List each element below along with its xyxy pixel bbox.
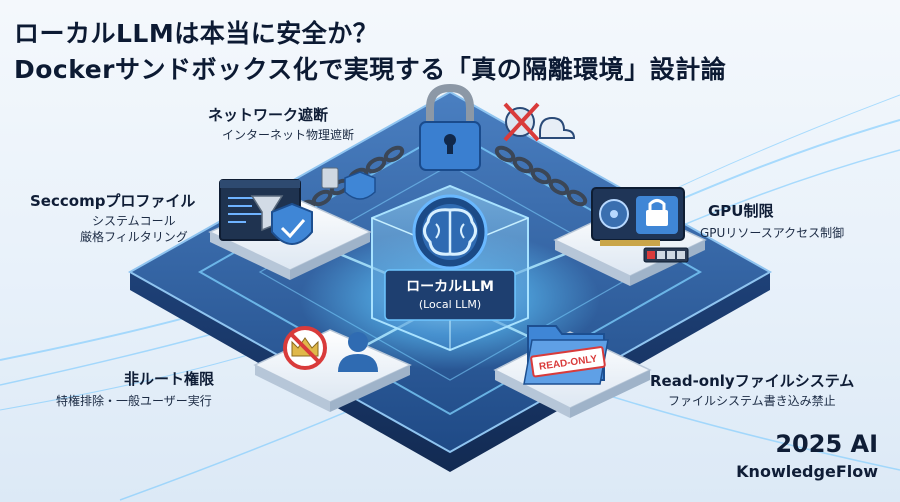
gpu-card-icon	[591, 187, 685, 246]
seccomp-title: Seccompプロファイル	[30, 192, 196, 210]
seccomp-desc2: 厳格フィルタリング	[80, 230, 188, 244]
brand-year: 2025 AI	[775, 430, 878, 458]
padlock-icon	[419, 83, 481, 171]
gpu-desc: GPUリソースアクセス制御	[700, 226, 845, 240]
seccomp-desc1: システムコール	[92, 214, 176, 228]
brain-icon	[412, 194, 488, 270]
gpu-title: GPU制限	[708, 202, 774, 220]
nonroot-title: 非ルート権限	[124, 370, 215, 388]
page-title-line2: Dockerサンドボックス化で実現する「真の隔離環境」設計論	[14, 55, 727, 84]
center-label: ローカルLLM	[406, 279, 494, 295]
network-title: ネットワーク遮断	[208, 106, 329, 124]
readonly-stamp: READ-ONLY	[530, 346, 606, 378]
no-cloud-icon	[503, 102, 576, 142]
nonroot-desc: 特権排除・一般ユーザー実行	[56, 394, 212, 408]
page-title-line1: ローカルLLMは本当に安全か？	[14, 19, 379, 48]
small-lock-icon	[321, 167, 339, 189]
readonly-title: Read-onlyファイルシステム	[650, 372, 855, 390]
network-desc: インターネット物理遮断	[222, 128, 355, 142]
brand-name: KnowledgeFlow	[736, 462, 878, 481]
readonly-desc: ファイルシステム書き込み禁止	[668, 394, 836, 408]
battery-gauge	[643, 247, 689, 263]
center-sublabel: (Local LLM)	[418, 298, 482, 311]
shield-icon	[344, 171, 376, 200]
user-icon	[338, 332, 378, 372]
shield-check-icon	[271, 202, 313, 245]
no-crown-icon	[283, 326, 327, 370]
